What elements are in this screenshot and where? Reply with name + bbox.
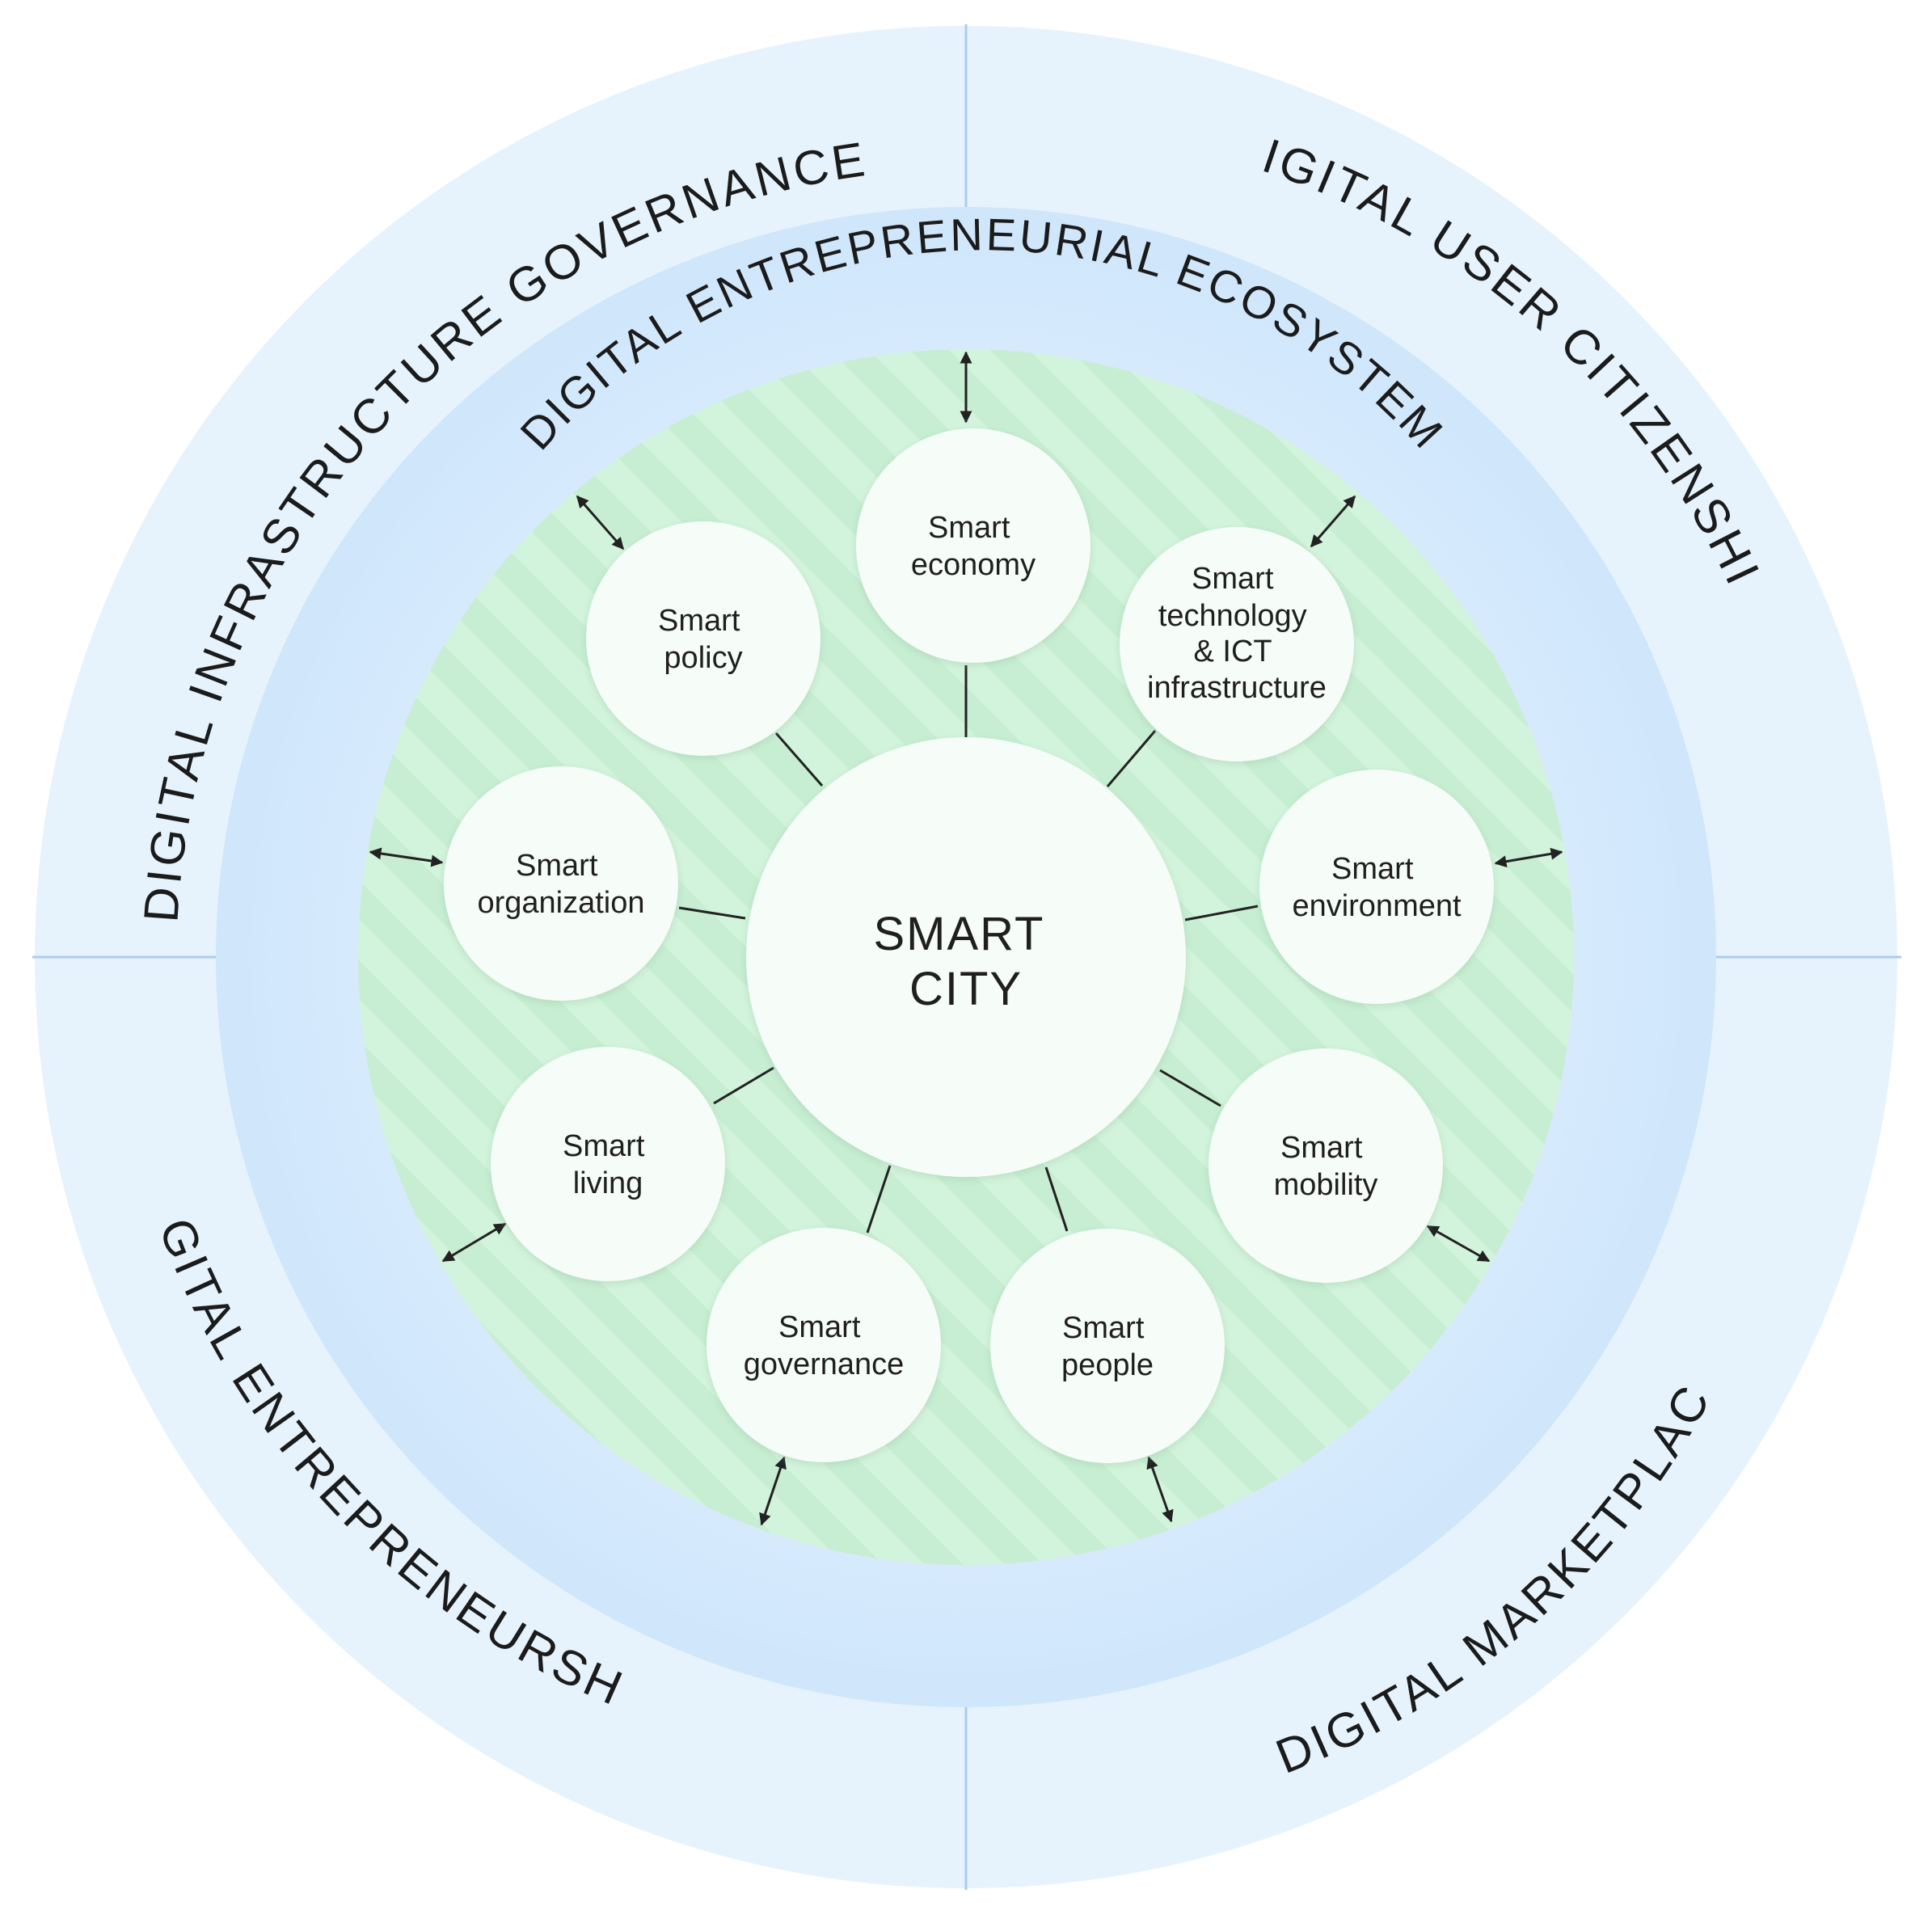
node-people-line-1: Smart <box>1062 1311 1145 1345</box>
node-mobility: Smart mobility <box>1209 1048 1443 1283</box>
connector-people <box>1044 1166 1069 1232</box>
center-label: SMART CITY <box>873 908 1058 1015</box>
node-environment-circle <box>1259 770 1494 1004</box>
node-economy-line-2: economy <box>911 548 1036 582</box>
node-organization: Smart organization <box>444 766 678 1001</box>
node-organization-line-2: organization <box>477 886 644 920</box>
connector-technology <box>1106 730 1157 787</box>
node-people-line-2: people <box>1061 1348 1154 1382</box>
connector-governance <box>866 1165 892 1234</box>
node-technology-label: Smart technology & ICT infrastructure <box>1147 562 1327 705</box>
arrow-governance <box>759 1456 787 1526</box>
arrow-people <box>1146 1456 1174 1523</box>
node-economy-circle <box>856 428 1090 663</box>
node-technology-circle <box>1120 527 1354 761</box>
node-governance-line-2: governance <box>744 1348 905 1381</box>
node-mobility-label: Smart mobility <box>1274 1131 1378 1202</box>
node-organization-line-1: Smart <box>516 849 598 883</box>
node-technology-line-1: Smart <box>1192 562 1274 596</box>
node-living-label: Smart living <box>563 1129 653 1200</box>
arrow-technology <box>1310 495 1356 548</box>
node-governance-line-1: Smart <box>778 1310 861 1344</box>
node-living-line-1: Smart <box>563 1129 645 1163</box>
node-mobility-circle <box>1209 1048 1443 1283</box>
node-governance-circle <box>707 1228 941 1462</box>
node-environment: Smart environment <box>1259 770 1494 1004</box>
node-technology: Smart technology & ICT infrastructure <box>1120 527 1354 761</box>
center-label-line-1: SMART <box>873 908 1044 960</box>
node-technology-line-3: & ICT <box>1194 635 1272 668</box>
connector-lines <box>678 665 1259 1234</box>
arrow-mobility <box>1426 1225 1491 1263</box>
node-living-line-2: living <box>573 1166 643 1200</box>
node-mobility-line-2: mobility <box>1274 1168 1378 1202</box>
node-policy-line-2: policy <box>664 641 742 675</box>
node-living-circle <box>491 1047 725 1281</box>
arrow-organization <box>369 847 444 867</box>
node-policy-label: Smart policy <box>658 604 749 675</box>
node-organization-circle <box>444 766 678 1001</box>
connector-policy <box>774 732 824 787</box>
node-people: Smart people <box>990 1229 1225 1463</box>
arrow-living <box>441 1222 507 1263</box>
center-circle <box>746 737 1186 1177</box>
node-living: Smart living <box>491 1047 725 1281</box>
node-people-circle <box>990 1229 1225 1463</box>
arrow-connectors <box>369 351 1563 1526</box>
node-governance-label: Smart governance <box>744 1310 905 1381</box>
node-organization-label: Smart organization <box>477 849 644 920</box>
node-policy-line-1: Smart <box>658 604 740 638</box>
arrow-environment <box>1494 847 1563 868</box>
connector-environment <box>1184 905 1259 922</box>
node-environment-line-1: Smart <box>1331 852 1414 886</box>
center-label-line-2: CITY <box>909 963 1023 1015</box>
arrow-policy <box>576 495 625 550</box>
connector-organization <box>678 906 746 920</box>
node-environment-line-2: environment <box>1292 889 1462 923</box>
node-economy: Smart economy <box>856 428 1090 663</box>
node-governance: Smart governance <box>707 1228 941 1462</box>
node-technology-line-2: technology <box>1158 599 1307 633</box>
node-technology-line-4: infrastructure <box>1147 671 1327 705</box>
node-people-label: Smart people <box>1061 1311 1154 1382</box>
connector-mobility <box>1159 1069 1221 1107</box>
node-economy-label: Smart economy <box>911 511 1036 582</box>
node-policy: Smart policy <box>586 521 820 756</box>
node-mobility-line-1: Smart <box>1280 1131 1363 1165</box>
node-policy-circle <box>586 521 820 756</box>
connector-living <box>713 1066 774 1105</box>
node-economy-line-1: Smart <box>928 511 1010 545</box>
node-environment-label: Smart environment <box>1292 852 1462 923</box>
